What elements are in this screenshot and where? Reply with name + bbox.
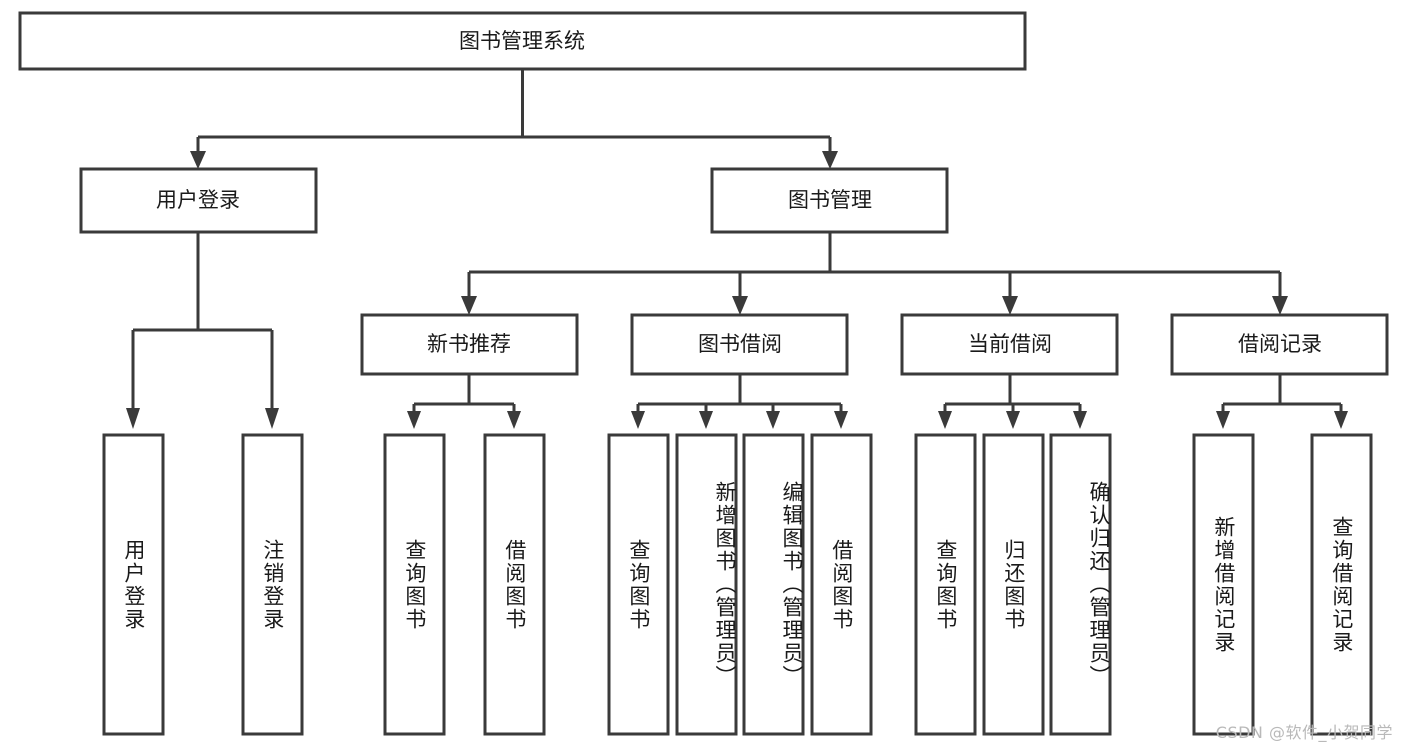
arrow-to-borrow-record [1272, 296, 1288, 315]
leaf-node-group [102, 433, 1373, 736]
leaf-box-add-book[interactable] [675, 433, 738, 736]
node-book-manage-box[interactable] [710, 167, 949, 234]
node-current-borrow[interactable]: 当前借阅 [900, 313, 1119, 376]
node-root-label: 图书管理系统 [459, 29, 585, 53]
arrow-borrow-leaf3 [766, 411, 780, 429]
leaf-box-borrow-book-1[interactable] [483, 433, 546, 736]
arrow-current-leaf3 [1073, 411, 1087, 429]
arrow-record-leaf2 [1334, 411, 1348, 429]
node-new-book-recommend[interactable]: 新书推荐 [360, 313, 579, 376]
arrow-to-current-borrow [1002, 296, 1018, 315]
leaf-box-query-book-2[interactable] [607, 433, 670, 736]
node-user-login-label: 用户登录 [156, 188, 240, 212]
arrow-current-leaf1 [938, 411, 952, 429]
leaf-box-borrow-book-2[interactable] [810, 433, 873, 736]
node-new-book-recommend-box[interactable] [360, 313, 579, 376]
leaf-box-add-record[interactable] [1192, 433, 1255, 736]
leaf-box-confirm-return[interactable] [1049, 433, 1112, 736]
node-root[interactable]: 图书管理系统 [18, 11, 1027, 71]
node-user-login[interactable]: 用户登录 [79, 167, 318, 234]
leaf-box-query-book-3[interactable] [914, 433, 977, 736]
leaf-box-edit-book[interactable] [742, 433, 805, 736]
connector-group [126, 69, 1348, 429]
arrow-leaf-logout [265, 408, 279, 429]
node-book-borrow-box[interactable] [630, 313, 849, 376]
arrow-borrow-leaf4 [834, 411, 848, 429]
arrow-borrow-leaf2 [699, 411, 713, 429]
leaf-box-query-record[interactable] [1310, 433, 1373, 736]
arrow-to-new-book [461, 296, 477, 315]
leaf-box-user-login[interactable] [102, 433, 165, 736]
leaf-box-query-book-1[interactable] [383, 433, 446, 736]
leaf-box-logout[interactable] [241, 433, 304, 736]
node-book-manage-label: 图书管理 [788, 188, 872, 212]
arrow-newbook-leaf1 [407, 411, 421, 429]
node-borrow-record-box[interactable] [1170, 313, 1389, 376]
node-book-borrow[interactable]: 图书借阅 [630, 313, 849, 376]
arrow-leaf-user-login [126, 408, 140, 429]
csdn-watermark: CSDN @软件_小贺同学 [1215, 723, 1393, 742]
arrow-record-leaf1 [1216, 411, 1230, 429]
node-current-borrow-label: 当前借阅 [968, 332, 1052, 356]
node-current-borrow-box[interactable] [900, 313, 1119, 376]
node-user-login-box[interactable] [79, 167, 318, 234]
node-borrow-record[interactable]: 借阅记录 [1170, 313, 1389, 376]
node-book-manage[interactable]: 图书管理 [710, 167, 949, 234]
arrow-current-leaf2 [1006, 411, 1020, 429]
arrow-to-user-login [190, 151, 206, 169]
arrow-newbook-leaf2 [507, 411, 521, 429]
node-root-box[interactable] [18, 11, 1027, 71]
arrow-to-borrow [732, 296, 748, 315]
leaf-box-return-book[interactable] [982, 433, 1045, 736]
arrow-to-book-manage [822, 151, 838, 169]
node-book-borrow-label: 图书借阅 [698, 332, 782, 356]
node-borrow-record-label: 借阅记录 [1238, 332, 1322, 356]
arrow-borrow-leaf1 [631, 411, 645, 429]
node-new-book-recommend-label: 新书推荐 [427, 332, 511, 356]
